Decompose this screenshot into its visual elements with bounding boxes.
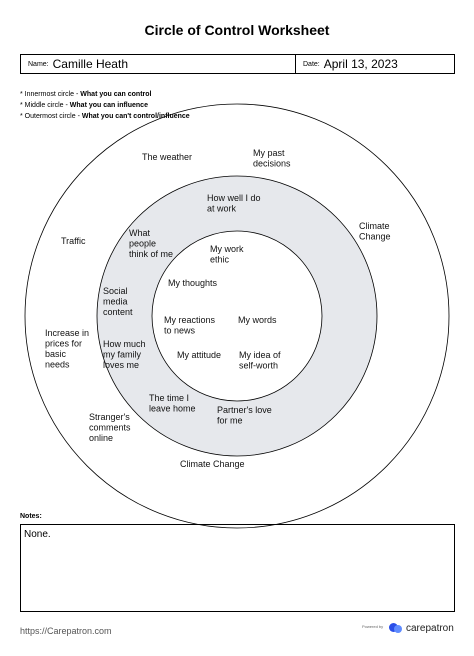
outer-circle — [24, 103, 450, 529]
inner-label-line: My idea of — [239, 350, 281, 360]
middle-label-line: people — [129, 239, 156, 249]
inner-label-3: My words — [238, 315, 277, 325]
inner-label-line: My work — [210, 244, 244, 254]
info-box: Name: Camille Heath Date: April 13, 2023 — [20, 54, 455, 74]
outer-label-line: online — [89, 433, 113, 443]
footer-link[interactable]: https://Carepatron.com — [20, 626, 112, 636]
outer-label-line: Traffic — [61, 236, 86, 246]
legend: * Innermost circle - What you can contro… — [20, 89, 190, 122]
name-value: Camille Heath — [52, 57, 128, 71]
notes-field[interactable]: None. — [20, 524, 455, 612]
outer-label-0: The weather — [142, 152, 192, 162]
outer-label-3: Traffic — [61, 236, 86, 246]
date-label: Date: — [303, 60, 320, 68]
inner-label-line: ethic — [210, 255, 230, 265]
outer-label-line: needs — [45, 360, 70, 370]
page-title: Circle of Control Worksheet — [144, 22, 330, 38]
inner-label-line: My attitude — [177, 350, 221, 360]
legend-item-outer: * Outermost circle - What you can't cont… — [20, 113, 190, 120]
outer-label-line: prices for — [45, 339, 82, 349]
outer-label-line: The weather — [142, 152, 192, 162]
middle-label-line: loves me — [103, 360, 139, 370]
brand-name: carepatron — [406, 622, 454, 634]
powered-by-text: Powered by — [362, 624, 384, 629]
middle-label-line: How well I do — [207, 193, 261, 203]
middle-label-line: How much — [103, 339, 146, 349]
outer-label-line: Climate Change — [180, 459, 245, 469]
outer-label-line: Change — [359, 232, 391, 242]
inner-label-line: My thoughts — [168, 278, 218, 288]
inner-label-line: My words — [238, 315, 277, 325]
outer-label-line: Stranger's — [89, 412, 130, 422]
middle-label-line: leave home — [149, 404, 196, 414]
outer-label-line: Increase in — [45, 328, 89, 338]
outer-label-6: Climate Change — [180, 459, 245, 469]
date-value: April 13, 2023 — [323, 57, 398, 71]
middle-label-line: for me — [217, 416, 243, 426]
middle-label-line: Social — [103, 286, 128, 296]
outer-label-line: Climate — [359, 221, 390, 231]
notes-label: Notes: — [20, 513, 42, 520]
name-label: Name: — [28, 60, 49, 68]
brand-logo-icon — [389, 622, 403, 634]
inner-circle — [151, 230, 323, 402]
outer-label-line: My past — [253, 148, 285, 158]
middle-label-line: Partner's love — [217, 405, 272, 415]
middle-label-line: my family — [103, 350, 141, 360]
middle-label-line: content — [103, 307, 133, 317]
middle-label-line: What — [129, 228, 151, 238]
inner-label-line: to news — [164, 326, 196, 336]
inner-label-4: My attitude — [177, 350, 221, 360]
brand: carepatron — [389, 622, 454, 634]
inner-label-1: My thoughts — [168, 278, 218, 288]
outer-label-line: basic — [45, 349, 67, 359]
outer-label-line: decisions — [253, 159, 291, 169]
middle-label-line: media — [103, 297, 128, 307]
outer-label-line: comments — [89, 423, 131, 433]
middle-label-line: The time I — [149, 393, 189, 403]
inner-label-line: self-worth — [239, 361, 278, 371]
legend-item-middle: * Middle circle - What you can influence — [20, 102, 148, 109]
middle-label-line: at work — [207, 204, 237, 214]
legend-item-inner: * Innermost circle - What you can contro… — [20, 91, 152, 98]
inner-label-line: My reactions — [164, 315, 216, 325]
middle-label-line: think of me — [129, 249, 173, 259]
date-cell: Date: April 13, 2023 — [296, 55, 454, 73]
notes-value: None. — [24, 529, 51, 540]
name-cell: Name: Camille Heath — [21, 55, 296, 73]
